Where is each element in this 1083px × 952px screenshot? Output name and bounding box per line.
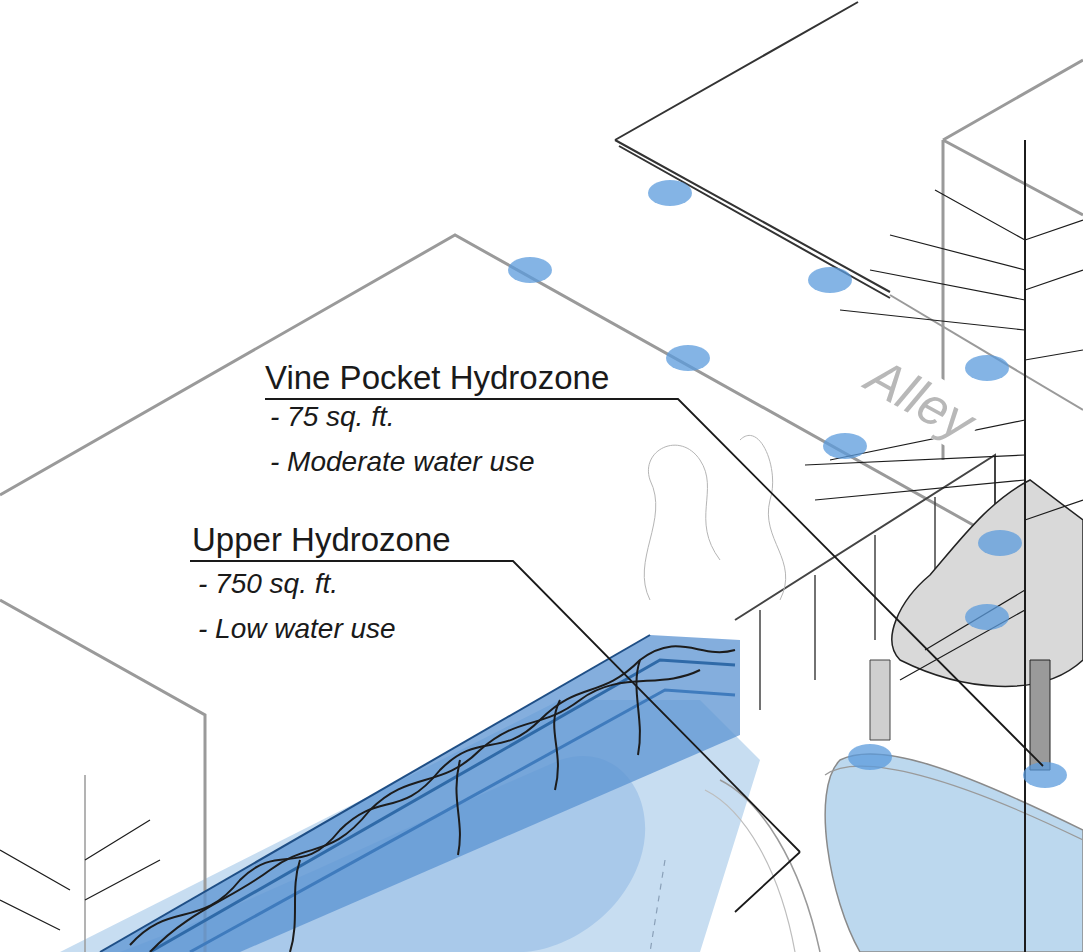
leader-line [190, 561, 800, 912]
vine [554, 700, 560, 790]
leader-lines [190, 399, 1043, 912]
vines [130, 646, 735, 952]
irrigation-dot [848, 744, 892, 770]
zone-area: - 750 sq. ft. [198, 569, 338, 600]
tree-branches [0, 820, 160, 930]
irrigation-dot [965, 355, 1009, 381]
tree-trunk [1024, 140, 1026, 952]
irrigation-dot [508, 257, 552, 283]
irrigation-dot [1023, 762, 1067, 788]
zone-area: - 75 sq. ft. [270, 402, 395, 433]
path-edge [705, 790, 795, 952]
irrigation-points [508, 180, 1067, 788]
zone-heading: Upper Hydrozone [192, 522, 451, 558]
pergola-post [1030, 660, 1050, 770]
building-edge [84, 775, 86, 952]
vine [636, 660, 640, 755]
upper-planter [100, 635, 740, 952]
zone-heading: Vine Pocket Hydrozone [265, 360, 609, 396]
dashed-line [650, 860, 665, 952]
zone-water-use: - Moderate water use [270, 447, 535, 478]
shrub-outline [644, 445, 720, 600]
planter-edge [100, 635, 650, 952]
canopy [892, 480, 1083, 686]
building-left [0, 600, 205, 952]
street-label: Alley [852, 345, 989, 455]
irrigation-dot [648, 180, 692, 206]
planter-band [100, 635, 740, 952]
planter-rail [190, 690, 735, 952]
planter-rail [150, 660, 735, 952]
shrub-outline [740, 435, 786, 600]
shrubs [644, 435, 785, 600]
leader-line [265, 399, 1043, 766]
tree-branches [805, 190, 1083, 680]
roof-outline [615, 2, 890, 298]
path-edge [720, 780, 820, 952]
pergola-post [870, 660, 890, 740]
vine [456, 760, 460, 855]
right-pool [825, 754, 1083, 952]
irrigation-dot [823, 433, 867, 459]
irrigation-dot [666, 345, 710, 371]
vine [150, 670, 700, 952]
irrigation-dot [978, 530, 1022, 556]
trees [0, 140, 1083, 952]
vine [290, 860, 300, 952]
zone-water-use: - Low water use [198, 614, 396, 645]
irrigation-dot [965, 604, 1009, 630]
building-roof [0, 235, 1000, 540]
buildings [0, 60, 1083, 952]
irrigation-dot [808, 267, 852, 293]
